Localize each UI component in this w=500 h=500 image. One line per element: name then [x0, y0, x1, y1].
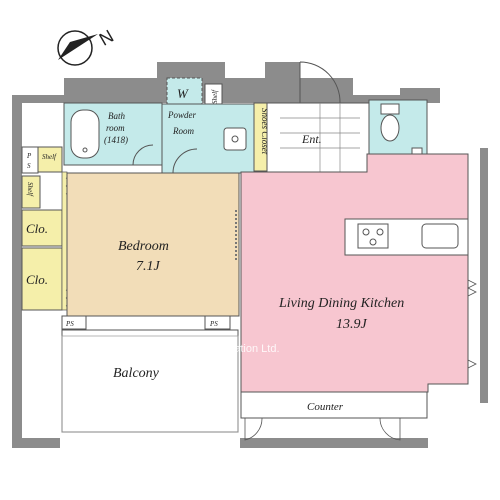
bathroom: Bath room (1418) — [63, 102, 163, 166]
ldk-label: Living Dining Kitchen — [278, 296, 404, 311]
washer-space: W — [166, 77, 203, 105]
shoes-closet-label: Shoes Closet — [260, 108, 270, 155]
living-dining-kitchen: Living Dining Kitchen 13.9J — [240, 153, 477, 393]
balcony-label: Balcony — [113, 366, 160, 381]
toilet-icon — [380, 103, 400, 115]
cooktop-icon — [357, 223, 389, 249]
powder-room: Powder Room — [161, 103, 256, 174]
counter: Counter — [240, 391, 428, 441]
bathtub-icon — [70, 109, 100, 159]
ps-bottom-right-label: PS — [209, 320, 218, 328]
ps-top-label-2: S — [27, 162, 31, 170]
bathroom-label-3: (1418) — [104, 135, 128, 145]
shelf-left-2-label: Shelf — [26, 182, 34, 197]
compass-label: N — [96, 26, 117, 50]
watermark: Ken Corporation Ltd. — [178, 343, 280, 355]
ps-bottom-left-label: PS — [65, 320, 74, 328]
powder-room-label-2: Room — [172, 126, 194, 136]
bedroom-label: Bedroom — [118, 239, 169, 254]
entrance-label: Ent. — [301, 132, 322, 146]
bathroom-label-2: room — [106, 123, 125, 133]
toilet-room — [368, 99, 428, 164]
ps-top-label-1: P — [26, 152, 32, 160]
balcony: Balcony — [61, 329, 239, 433]
compass-icon: N — [57, 26, 117, 66]
left-storage: P S Shelf Shelf Clo. Clo. — [21, 146, 75, 311]
washer-label: W — [177, 86, 189, 101]
kitchen-sink-icon — [421, 223, 459, 249]
entrance-door-swing — [299, 61, 341, 104]
ldk-size: 13.9J — [336, 317, 368, 332]
bathroom-label-1: Bath — [108, 111, 125, 121]
powder-room-label-1: Powder — [167, 110, 196, 120]
closet-2-label: Clo. — [26, 272, 48, 287]
shelf-left-1-label: Shelf — [42, 153, 57, 161]
counter-label: Counter — [307, 401, 344, 413]
bedroom-size: 7.1J — [136, 259, 161, 274]
ps-bottom: PS PS — [61, 315, 231, 330]
bedroom: Bedroom 7.1J — [66, 172, 240, 317]
powder-shelf-label: Shelf — [211, 89, 219, 104]
entrance: Ent. — [266, 61, 370, 204]
sink-icon — [223, 127, 247, 151]
closet-1-label: Clo. — [26, 221, 48, 236]
